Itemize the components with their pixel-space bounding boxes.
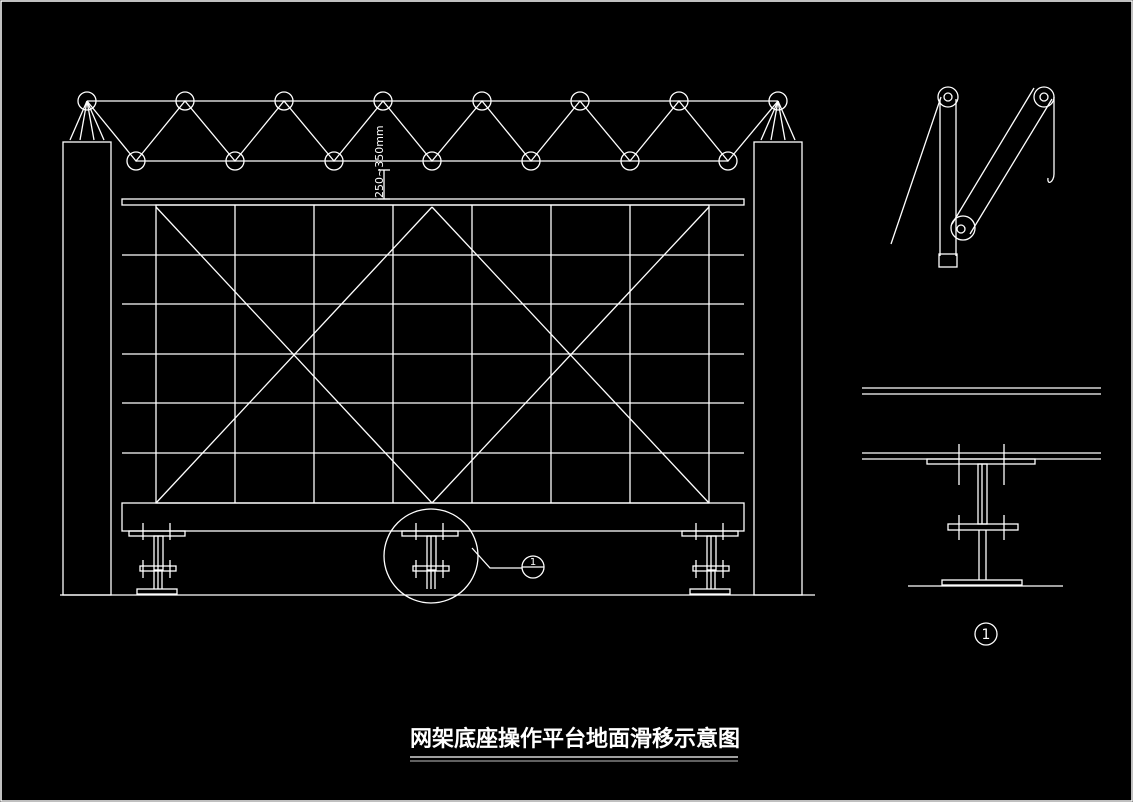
truss-node <box>521 151 541 171</box>
left-column <box>62 141 112 596</box>
boom-tip-pulley <box>1033 86 1055 108</box>
truss-node <box>373 91 393 111</box>
truss-node <box>77 91 97 111</box>
top-pulley <box>937 86 959 108</box>
truss-node <box>225 151 245 171</box>
truss-node <box>274 91 294 111</box>
main-elevation <box>60 91 815 604</box>
top-flange-plate <box>926 458 1036 465</box>
detail-highlight-circle <box>383 508 479 604</box>
truss-node <box>620 151 640 171</box>
truss-node <box>472 91 492 111</box>
truss-node <box>669 91 689 111</box>
detail-leader-line <box>471 547 522 569</box>
detail-label-circle <box>974 622 998 646</box>
truss-node <box>175 91 195 111</box>
truss-node <box>570 91 590 111</box>
detail-label: 1 <box>982 627 991 643</box>
top-pulley-axle <box>943 92 953 102</box>
platform-top-beam <box>121 198 745 206</box>
truss-node <box>768 91 788 111</box>
scaffold-vertical-standards <box>234 205 631 503</box>
truss-web <box>86 99 779 163</box>
left-support-bracket <box>69 100 105 141</box>
right-column <box>753 141 803 596</box>
truss-node <box>718 151 738 171</box>
boom-pivot <box>950 215 976 241</box>
lifting-hook <box>1047 173 1055 184</box>
platform-base-beam <box>121 502 745 532</box>
mast-base <box>938 253 958 268</box>
detail-1-section <box>862 387 1101 646</box>
truss-nodes <box>77 91 788 171</box>
scaffold-horizontal-ledgers <box>122 254 744 454</box>
right-support-bracket <box>760 100 796 141</box>
guy-wire <box>890 96 942 245</box>
hoist-boom <box>969 98 1053 235</box>
truss-node <box>422 151 442 171</box>
boom-tip-pulley-axle <box>1039 92 1049 102</box>
boom-pivot-pin <box>956 224 966 234</box>
drawing-title: 网架底座操作平台地面滑移示意图 <box>410 726 740 752</box>
middle-plate <box>947 523 1019 531</box>
sliding-support-right <box>681 523 739 595</box>
detail-callout-number: 1 <box>530 557 536 568</box>
hoist-sketch <box>890 86 1055 268</box>
bottom-plate <box>941 579 1023 586</box>
truss-node <box>126 151 146 171</box>
truss-node <box>324 151 344 171</box>
scaffold-cross-bracing <box>155 206 710 504</box>
sliding-support-left <box>128 523 186 595</box>
sliding-support-middle <box>401 523 459 589</box>
dimension-label: 250~350mm <box>373 125 386 198</box>
hoist-boom <box>951 87 1035 225</box>
